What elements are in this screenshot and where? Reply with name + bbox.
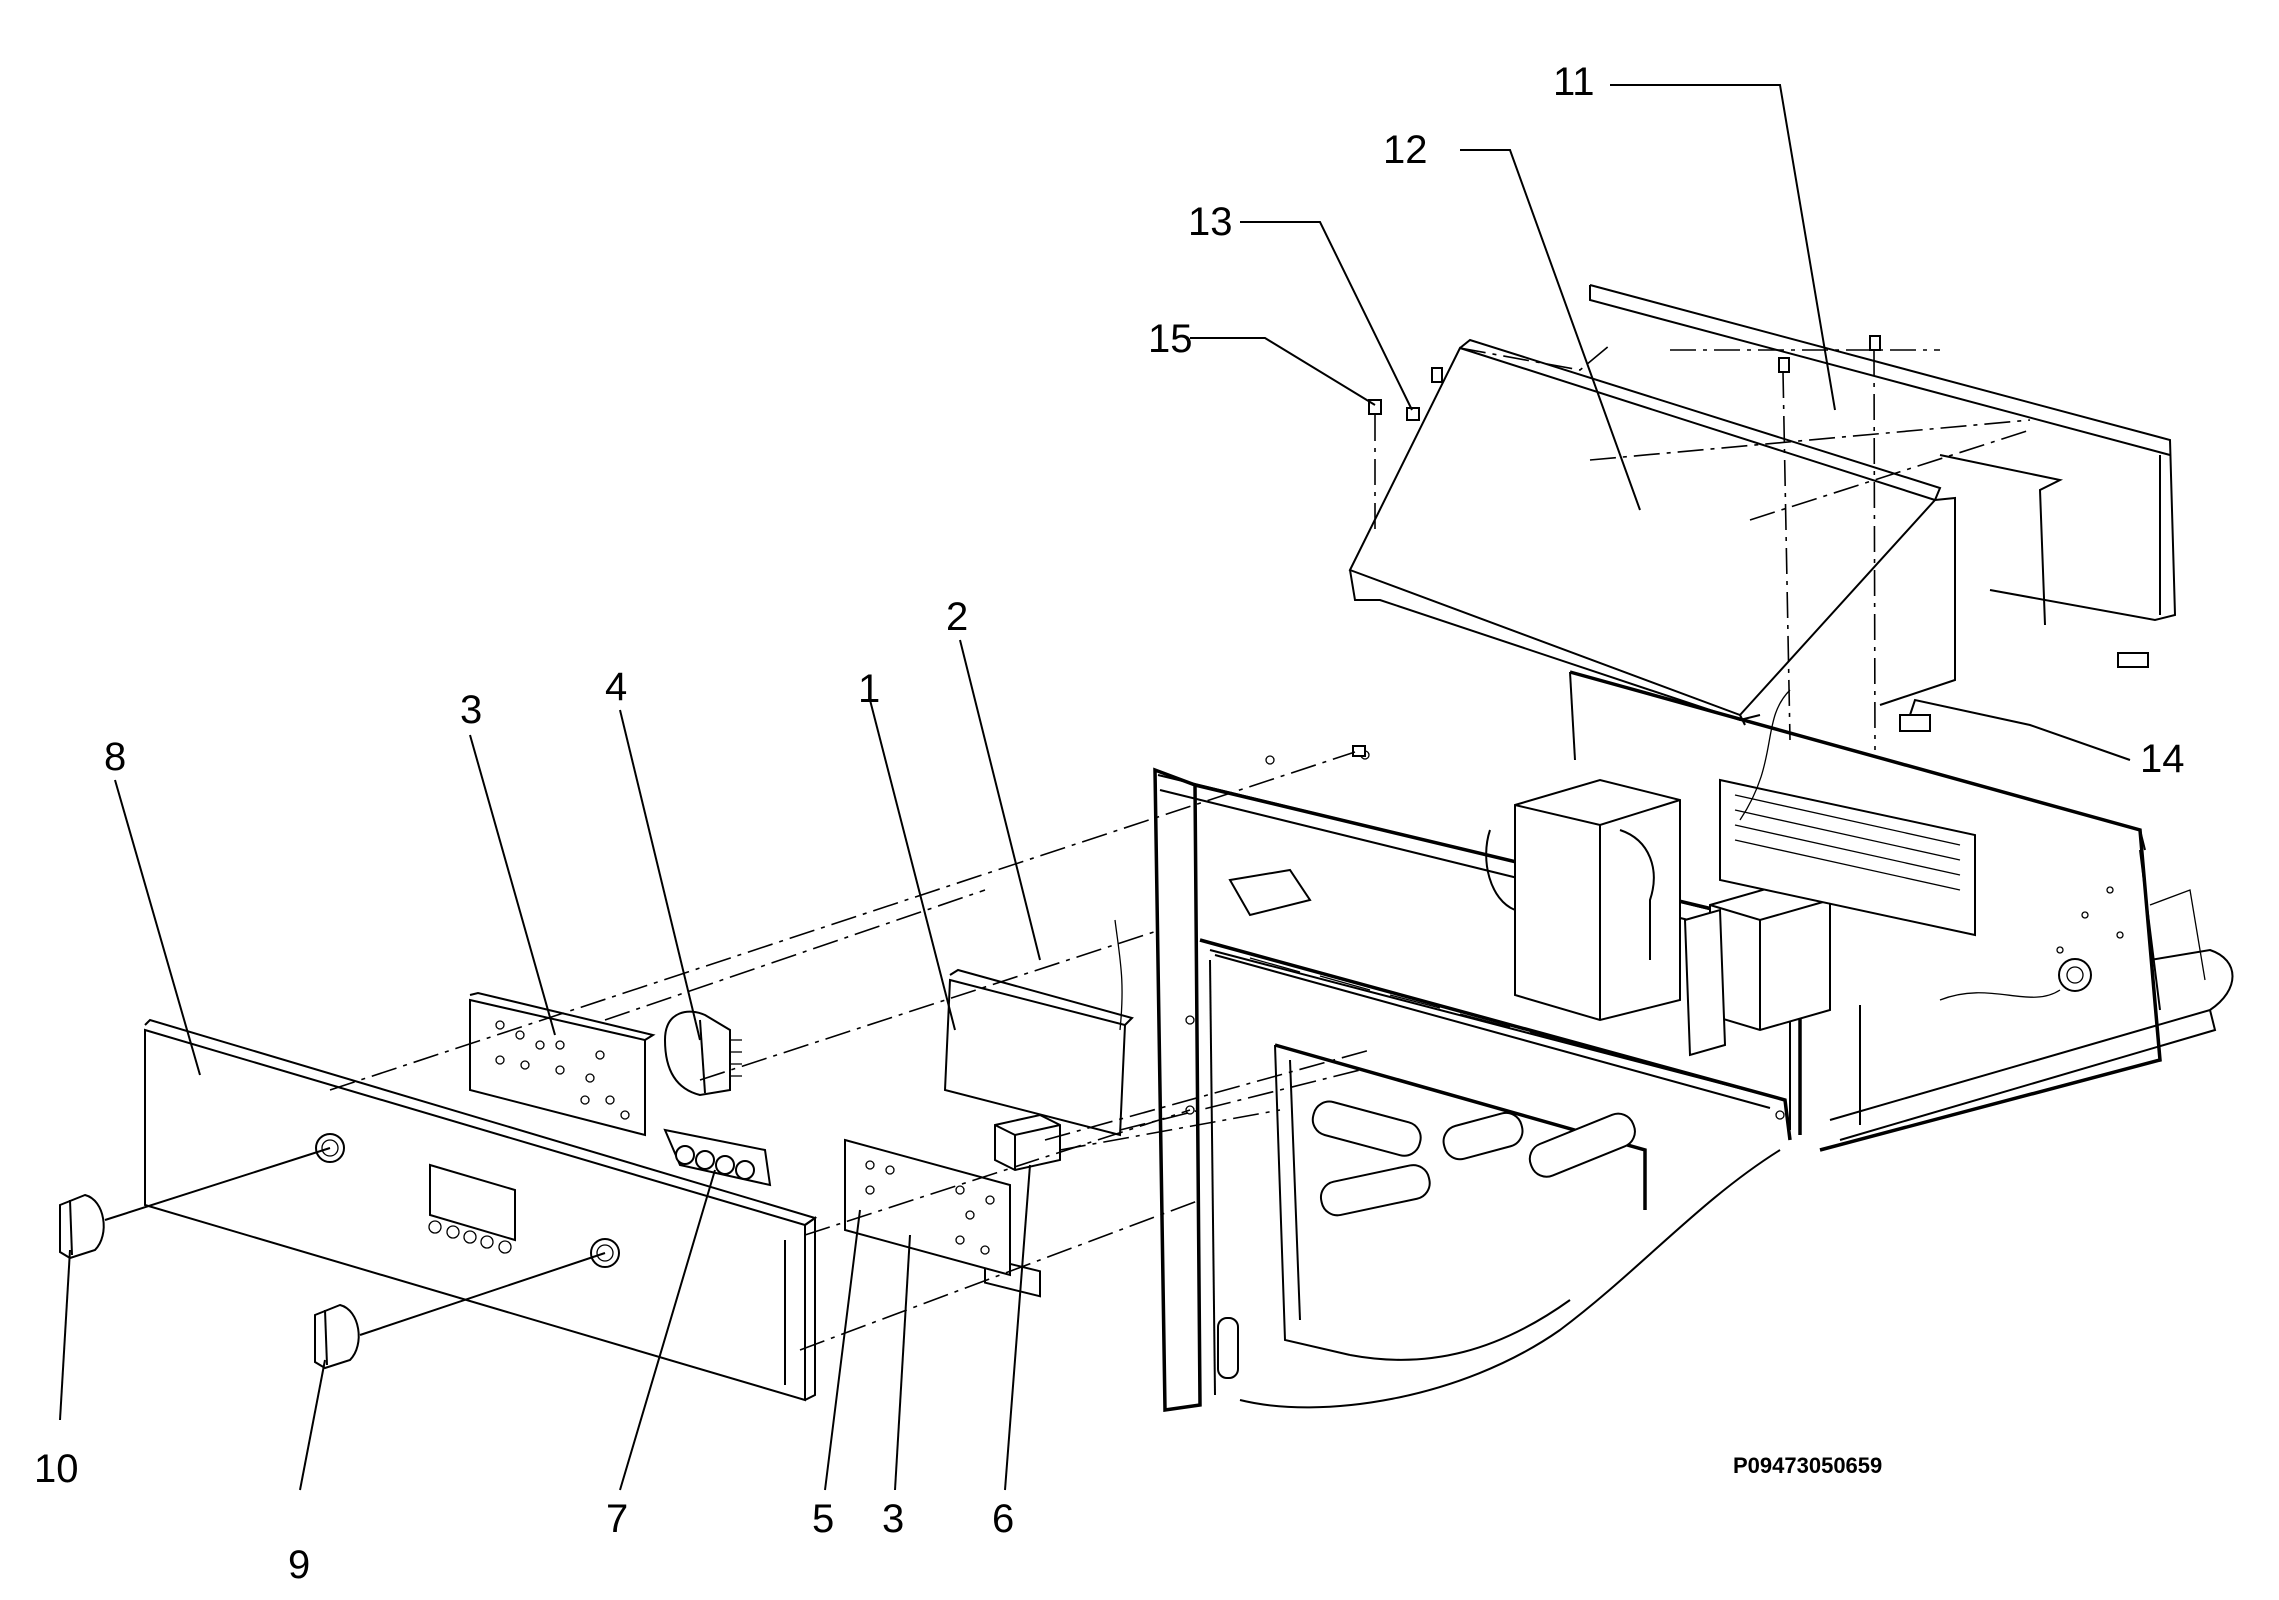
knob-10 — [59, 1193, 105, 1260]
callout-2: 2 — [946, 595, 968, 639]
pcb-main-1 — [943, 919, 1134, 1298]
drawing-code: P09473050659 — [1733, 1453, 1882, 1478]
screw-13 — [1406, 367, 1443, 421]
callout-7: 7 — [606, 1497, 628, 1541]
callout-5: 5 — [812, 1497, 834, 1541]
explosion-axes — [329, 751, 1371, 1351]
callout-8: 8 — [104, 735, 126, 779]
callout-14: 14 — [2140, 737, 2185, 781]
callout-3-left: 3 — [460, 688, 482, 732]
callout-labels: 1 2 3 4 5 3 6 7 8 9 10 11 12 13 14 15 P0… — [34, 60, 2185, 1587]
pcb-left — [469, 991, 656, 1137]
leader-lines — [59, 84, 2131, 1491]
relay-6 — [994, 1113, 1061, 1172]
callout-3-lower: 3 — [882, 1497, 904, 1541]
callout-13: 13 — [1188, 200, 1233, 244]
programmer-4 — [663, 1010, 742, 1097]
knob-9 — [314, 1303, 360, 1370]
callout-10: 10 — [34, 1447, 79, 1491]
callout-9: 9 — [288, 1543, 310, 1587]
callout-11: 11 — [1553, 60, 1595, 104]
callout-15: 15 — [1148, 317, 1193, 361]
switch-7 — [663, 1128, 772, 1187]
pcb-lower-3 — [844, 1138, 1011, 1277]
callout-1: 1 — [858, 667, 880, 711]
callout-4: 4 — [605, 665, 627, 709]
oven-chassis — [1153, 670, 2234, 1413]
top-cover-assembly — [1348, 284, 2177, 726]
screws-and-clips — [1352, 335, 2149, 760]
callout-12: 12 — [1383, 128, 1428, 172]
callout-6: 6 — [992, 1497, 1014, 1541]
